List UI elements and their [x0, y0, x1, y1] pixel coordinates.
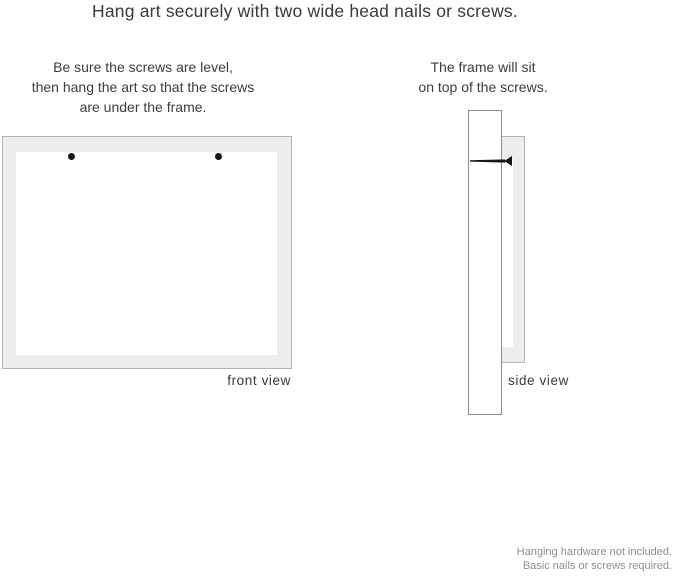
instruction-line: then hang the art so that the screws	[31, 79, 255, 95]
instruction-line: are under the frame.	[79, 99, 207, 115]
nail-head-dot-right	[215, 153, 222, 160]
footer-line: Basic nails or screws required.	[522, 559, 672, 572]
front-view-instruction: Be sure the screws are level, then hang …	[23, 57, 263, 117]
instruction-line: Be sure the screws are level,	[53, 59, 233, 75]
side-view-label: side view	[508, 373, 569, 388]
instruction-line: The frame will sit	[430, 59, 536, 75]
page-title: Hang art securely with two wide head nai…	[92, 1, 518, 21]
nail-icon	[470, 156, 512, 166]
nail-head-dot-left	[68, 153, 75, 160]
front-view-art-area	[16, 152, 277, 355]
side-view-art-area	[502, 158, 513, 347]
footer-line: Hanging hardware not included.	[516, 546, 672, 558]
nail-shaft	[470, 159, 505, 163]
nail-head	[504, 156, 512, 166]
footer-note: Hanging hardware not included. Basic nai…	[372, 546, 672, 573]
instruction-line: on top of the screws.	[418, 79, 548, 95]
front-view-label: front view	[227, 373, 291, 388]
side-view-instruction: The frame will sit on top of the screws.	[383, 57, 583, 97]
